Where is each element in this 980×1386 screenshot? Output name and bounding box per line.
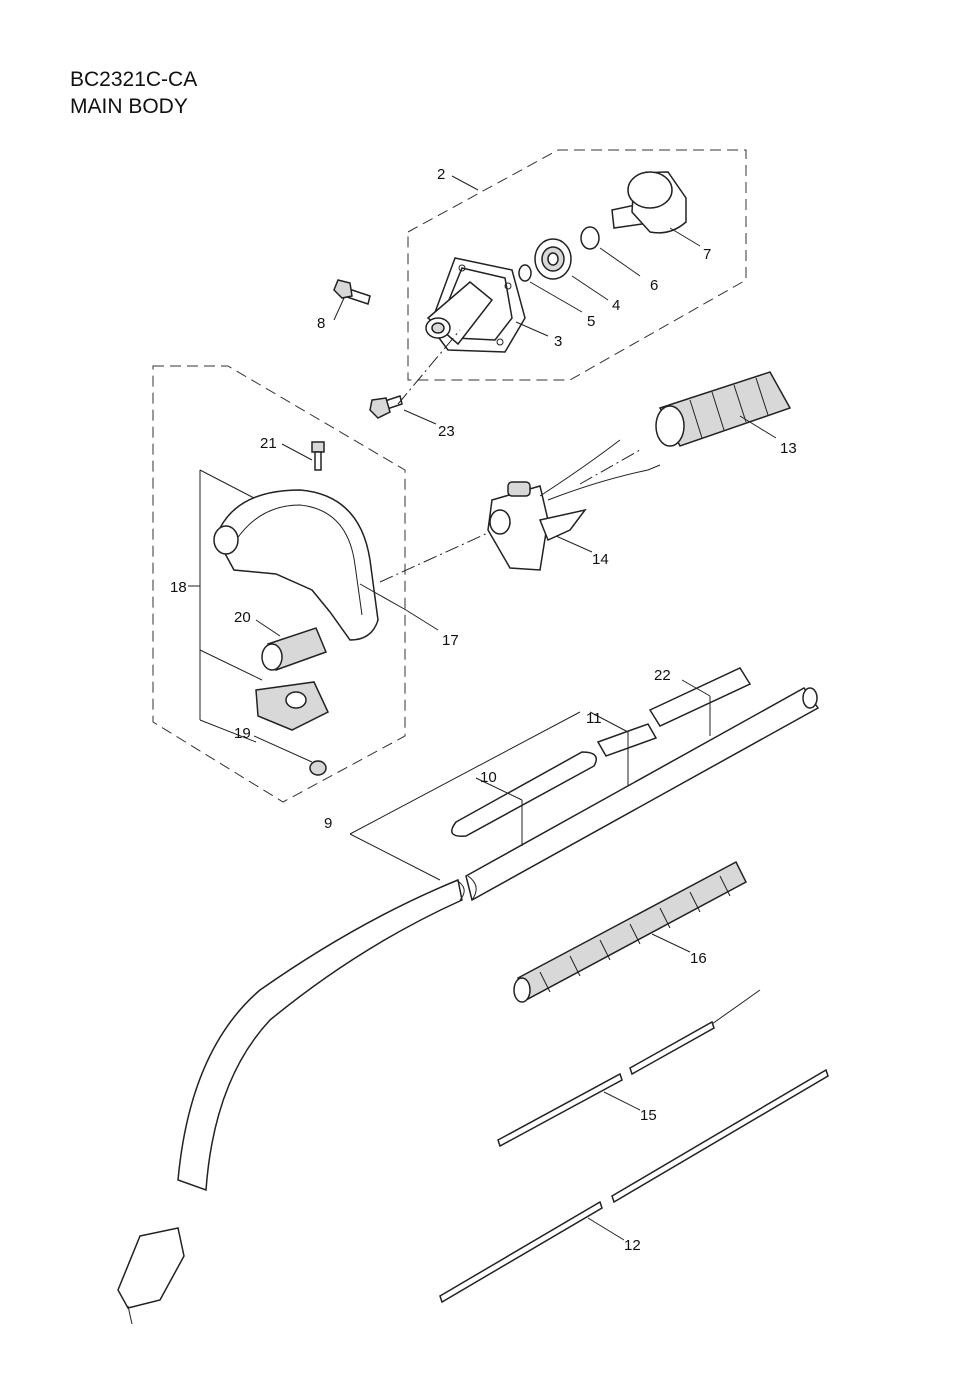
part-16-liner — [513, 860, 747, 1003]
handle-group-outline — [152, 365, 406, 803]
diagram-title: BC2321C-CA MAIN BODY — [70, 66, 197, 120]
part-21-screw — [311, 441, 325, 471]
callout-7: 7 — [703, 246, 711, 263]
callout-17: 17 — [442, 632, 459, 649]
part-19-clamp — [255, 681, 329, 731]
callout-16: 16 — [690, 950, 707, 967]
part-10-label — [451, 751, 597, 837]
part-12-drive-shaft — [439, 1068, 829, 1304]
part-23-bolt — [369, 395, 403, 419]
callout-21: 21 — [260, 435, 277, 452]
part-11-label — [596, 723, 658, 757]
callout-12: 12 — [624, 1237, 641, 1254]
part-13-grip — [655, 371, 792, 447]
part-5-snap-ring — [518, 264, 532, 282]
part-19-nut — [309, 760, 327, 776]
callout-9: 9 — [324, 815, 332, 832]
callout-18: 18 — [170, 579, 187, 596]
callout-4: 4 — [612, 297, 620, 314]
part-4-bearing — [534, 238, 572, 280]
part-14-throttle-lever — [487, 439, 661, 571]
leader-lines — [188, 175, 777, 1241]
assembly-centerline — [379, 329, 641, 583]
callout-13: 13 — [780, 440, 797, 457]
callout-11: 11 — [586, 710, 602, 727]
callout-23: 23 — [438, 423, 455, 440]
part-15-drive-shaft — [497, 989, 761, 1148]
callout-22: 22 — [654, 667, 671, 684]
callout-10: 10 — [480, 769, 497, 786]
callout-14: 14 — [592, 551, 609, 568]
part-9-shaft-tube — [177, 687, 820, 1192]
callout-20: 20 — [234, 609, 251, 626]
section-name: MAIN BODY — [70, 95, 188, 118]
part-6-retaining-ring — [580, 226, 600, 250]
clutch-group-outline — [407, 149, 747, 381]
part-7-clutch-drum — [611, 171, 687, 234]
callout-5: 5 — [587, 313, 595, 330]
callout-3: 3 — [554, 333, 562, 350]
part-8-bolt — [333, 279, 371, 305]
part-20-grip-sleeve — [261, 627, 327, 671]
callout-19: 19 — [234, 725, 251, 742]
engine-reference — [117, 1227, 185, 1325]
callout-6: 6 — [650, 277, 658, 294]
callout-8: 8 — [317, 315, 325, 332]
part-22-label — [648, 667, 752, 727]
part-17-loop-handle — [213, 489, 379, 641]
model-number: BC2321C-CA — [70, 68, 198, 91]
callout-15: 15 — [640, 1107, 657, 1124]
callout-2: 2 — [437, 166, 445, 183]
part-3-clutch-housing — [425, 257, 526, 353]
